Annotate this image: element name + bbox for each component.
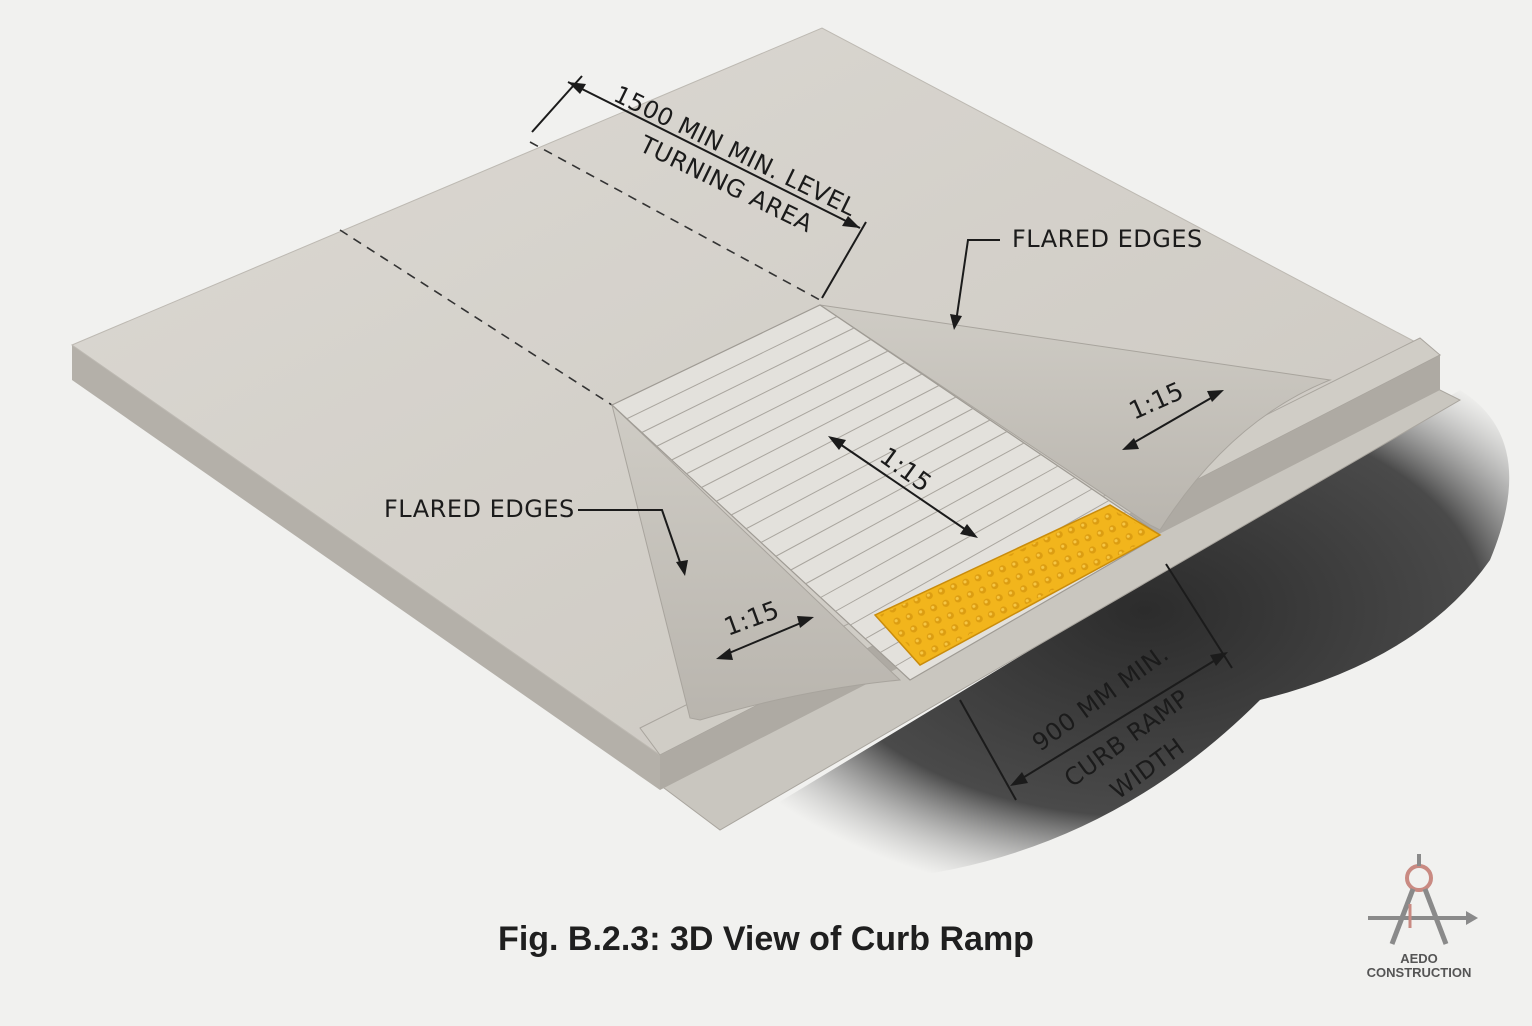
leader-flared-right bbox=[955, 239, 1000, 323]
flare-right bbox=[819, 304, 1332, 531]
tactile-dots bbox=[880, 508, 1156, 660]
arrow-slope-left-b bbox=[797, 616, 814, 628]
arrow-slope-right-b bbox=[1207, 390, 1224, 402]
slab-side-front bbox=[72, 345, 660, 790]
ramp-groove bbox=[701, 373, 923, 488]
ramp-groove bbox=[671, 350, 889, 461]
flare-left bbox=[611, 403, 902, 721]
ramp-groove bbox=[626, 316, 838, 420]
ramp-groove bbox=[686, 362, 906, 475]
dim-1500-arrow-a bbox=[568, 82, 586, 94]
label-flared-edges-right: FLARED EDGES bbox=[1012, 225, 1203, 253]
figure-caption: Fig. B.2.3: 3D View of Curb Ramp bbox=[498, 920, 1034, 958]
compass-icon bbox=[1368, 854, 1478, 945]
arrow-slope-center-a bbox=[828, 436, 846, 450]
ramp-groove bbox=[820, 465, 1059, 598]
ramp-groove bbox=[656, 339, 872, 447]
arrow-slope-center-b bbox=[960, 524, 978, 538]
arrow-slope-center bbox=[833, 439, 973, 535]
ramp-groove bbox=[775, 431, 1008, 557]
leader-flared-left bbox=[578, 509, 683, 569]
dim-900-ext-right bbox=[1165, 563, 1233, 669]
dim-900-line bbox=[1015, 655, 1223, 783]
arrow-slope-right bbox=[1127, 393, 1219, 447]
leader-flared-right-arrow bbox=[950, 314, 962, 330]
ramp-groove bbox=[730, 396, 957, 516]
ramp-groove bbox=[716, 385, 940, 502]
arrow-slope-left bbox=[721, 619, 809, 657]
ramp-groove bbox=[760, 419, 991, 543]
arrow-slope-left-a bbox=[716, 648, 733, 660]
ramp-groove bbox=[835, 477, 1076, 612]
logo-line1: AEDO bbox=[1400, 951, 1438, 966]
turning-area-line-right bbox=[529, 141, 821, 301]
dim-900-arrow-b bbox=[1210, 652, 1228, 666]
ramp-groove bbox=[850, 488, 1093, 626]
ramp-groove bbox=[745, 408, 974, 530]
logo-line2: CONSTRUCTION bbox=[1367, 965, 1472, 980]
label-flared-edges-left: FLARED EDGES bbox=[384, 495, 575, 523]
ramp-groove bbox=[641, 327, 855, 433]
asphalt-road bbox=[700, 390, 1510, 880]
dim-1500-arrow-b bbox=[842, 216, 860, 228]
turning-area-line-left bbox=[339, 229, 613, 406]
ramp-groove bbox=[790, 442, 1025, 571]
ramp-groove bbox=[805, 454, 1042, 585]
dim-1500-line bbox=[567, 81, 861, 229]
arrow-slope-right-a bbox=[1122, 438, 1139, 450]
dim-900-arrow-a bbox=[1010, 772, 1028, 786]
dim-900-ext-left bbox=[959, 699, 1017, 801]
leader-flared-left-arrow bbox=[676, 560, 688, 576]
dim-1500-ext-right bbox=[821, 221, 867, 299]
aedo-logo: AEDO CONSTRUCTION bbox=[1367, 854, 1478, 980]
